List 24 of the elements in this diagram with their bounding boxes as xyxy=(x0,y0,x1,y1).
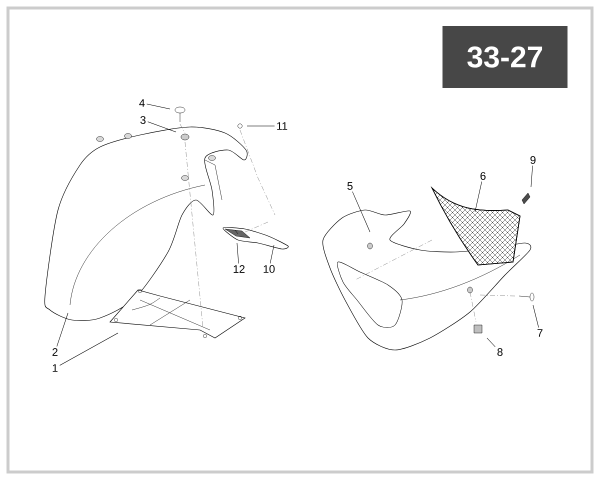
callout-number: 9 xyxy=(530,156,536,164)
leader-line xyxy=(474,181,482,212)
leader-line xyxy=(60,332,118,366)
leader-line xyxy=(56,312,68,347)
leader-line xyxy=(270,244,274,264)
callout-number: 11 xyxy=(277,122,288,130)
callout-number: 4 xyxy=(139,99,145,107)
leader-line xyxy=(486,338,496,348)
callout-number: 6 xyxy=(480,172,486,180)
leader-line xyxy=(532,304,539,328)
callout-number: 8 xyxy=(497,348,503,356)
callout-number: 5 xyxy=(347,182,353,190)
leader-line xyxy=(352,191,370,232)
callout-number: 1 xyxy=(52,364,58,372)
leader-line xyxy=(530,165,533,188)
callout-number: 12 xyxy=(234,265,245,273)
callout-number: 3 xyxy=(140,116,146,124)
leader-line xyxy=(148,121,176,132)
callout-number: 10 xyxy=(264,265,275,273)
leader-line xyxy=(236,242,239,264)
callout-number: 7 xyxy=(538,329,543,337)
callout-number: 2 xyxy=(52,348,58,356)
leader-line xyxy=(146,104,170,110)
title-box: 33-27 xyxy=(442,26,568,88)
